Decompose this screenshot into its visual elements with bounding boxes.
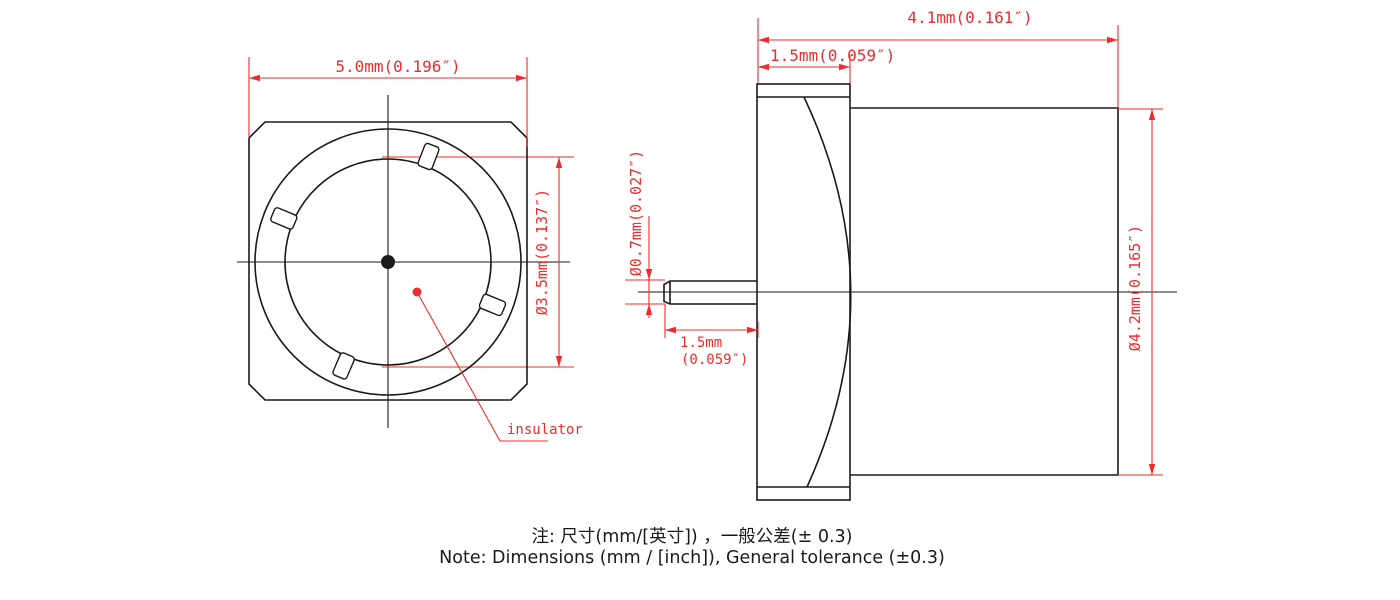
arrow-left-icon bbox=[758, 36, 769, 44]
arrow-right-icon bbox=[516, 74, 527, 82]
locking-tab-bottom bbox=[332, 352, 355, 380]
note-line-en: Note: Dimensions (mm / [inch]), General … bbox=[439, 548, 945, 568]
arrow-right-icon bbox=[747, 326, 758, 334]
total-length-dim-text: 4.1mm(0.161″) bbox=[907, 8, 1032, 27]
flange-thickness-dimension: 1.5mm(0.059″) bbox=[758, 46, 895, 83]
pin-dia-dimension: Ø0.7mm(0.027″) bbox=[625, 150, 665, 318]
body-dia-dim-text: Ø4.2mm(0.165″) bbox=[1126, 225, 1144, 351]
front-width-dim-text: 5.0mm(0.196″) bbox=[335, 57, 460, 76]
arrow-left-icon bbox=[758, 63, 769, 71]
locking-tab-left bbox=[270, 207, 298, 230]
pin-length-dim-text-line1: 1.5mm bbox=[680, 335, 722, 351]
arrow-left-icon bbox=[249, 74, 260, 82]
front-flange-outline bbox=[248, 121, 528, 401]
arrow-right-icon bbox=[1107, 36, 1118, 44]
insulator-label-text: insulator bbox=[507, 422, 583, 438]
front-view: 5.0mm(0.196″) Ø3.5mm(0.137″) insulator bbox=[237, 57, 583, 442]
insulator-dia-dimension: Ø3.5mm(0.137″) bbox=[533, 157, 563, 367]
notes: 注: 尺寸(mm/[英寸]) ，一般公差(± 0.3) Note: Dimens… bbox=[439, 527, 945, 568]
side-view: 4.1mm(0.161″) 1.5mm(0.059″) Ø0.7mm(0.027… bbox=[625, 8, 1177, 501]
front-width-dimension: 5.0mm(0.196″) bbox=[248, 57, 528, 147]
leader-line bbox=[416, 291, 548, 442]
arrow-up-icon bbox=[1148, 109, 1156, 120]
note-line-zh: 注: 尺寸(mm/[英寸]) ，一般公差(± 0.3) bbox=[531, 527, 852, 547]
arrow-down-icon bbox=[645, 269, 653, 280]
pin-length-dimension: 1.5mm (0.059″) bbox=[664, 304, 759, 368]
side-pin-outline bbox=[663, 280, 757, 305]
arrow-up-icon bbox=[645, 304, 653, 315]
flange-thickness-dim-text: 1.5mm(0.059″) bbox=[770, 46, 895, 65]
pin-dia-dim-text: Ø0.7mm(0.027″) bbox=[627, 150, 645, 276]
total-length-dimension: 4.1mm(0.161″) bbox=[757, 8, 1119, 107]
side-body-outline bbox=[850, 107, 1119, 476]
center-pin-dot bbox=[381, 255, 395, 269]
arrow-left-icon bbox=[665, 326, 676, 334]
flange-circle-silhouette-arc bbox=[803, 96, 852, 488]
insulator-callout: insulator bbox=[412, 287, 583, 442]
locking-tab-right bbox=[478, 293, 507, 317]
outer-body-circle bbox=[254, 128, 522, 396]
body-dia-dimension: Ø4.2mm(0.165″) bbox=[1118, 108, 1163, 476]
insulator-dia-dim-text: Ø3.5mm(0.137″) bbox=[533, 189, 551, 315]
arrow-down-icon bbox=[1148, 464, 1156, 475]
locking-tab-top bbox=[417, 142, 440, 171]
insulator-circle bbox=[284, 158, 492, 366]
arrow-down-icon bbox=[555, 356, 563, 367]
arrow-right-icon bbox=[839, 63, 850, 71]
pin-length-dim-text-line2: (0.059″) bbox=[681, 352, 748, 368]
arrow-up-icon bbox=[555, 157, 563, 168]
